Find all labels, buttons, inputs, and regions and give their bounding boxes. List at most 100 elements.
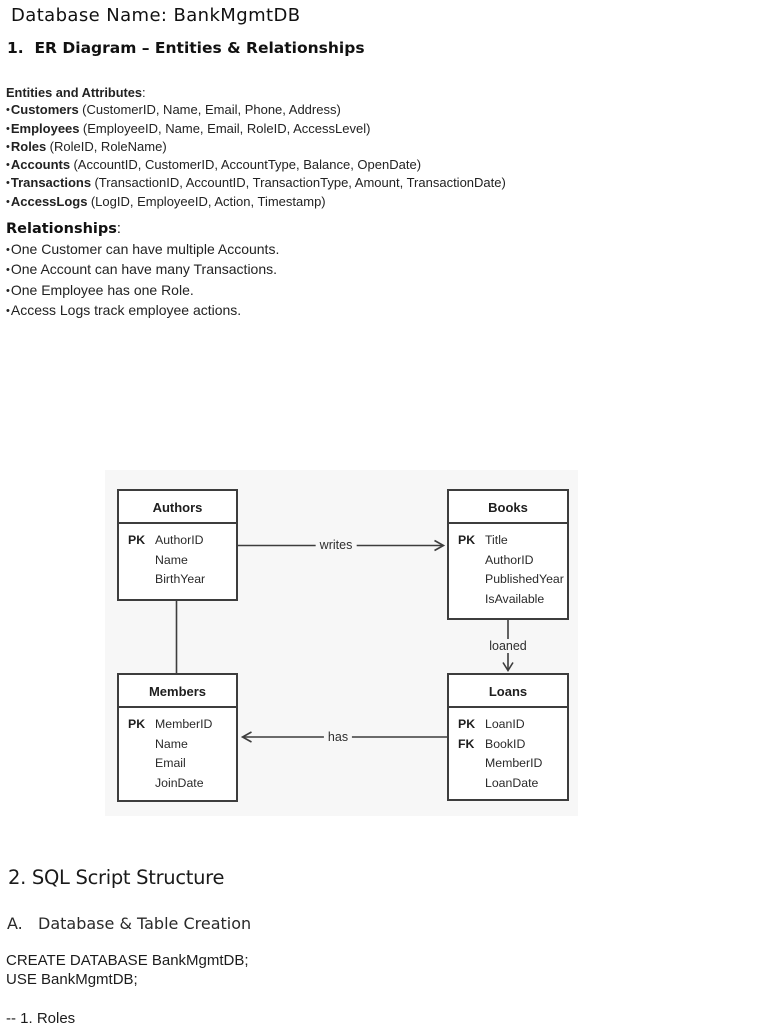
section2-subheading: A. Database & Table Creation: [7, 914, 252, 933]
entity-name: AccessLogs: [10, 193, 88, 209]
section1-heading: 1. ER Diagram – Entities & Relationships: [7, 39, 365, 57]
entity-list-item: •Roles(RoleID, RoleName): [6, 138, 506, 156]
entity-attribute-row: Name: [128, 553, 236, 573]
entity-attribute-row: PublishedYear: [458, 572, 567, 592]
entity-attrs: (AccountID, CustomerID, AccountType, Bal…: [73, 157, 422, 173]
relationship-text: One Account can have many Transactions.: [10, 261, 278, 278]
entity-title: Members: [119, 675, 236, 708]
entity-attribute-row: JoinDate: [128, 776, 236, 796]
attribute-name: BirthYear: [155, 572, 206, 587]
diagram-entity-members: Members PK MemberID Name Email JoinDate: [117, 673, 238, 802]
bullet-glyph: •: [6, 195, 10, 208]
bullet-glyph: •: [6, 159, 10, 172]
entity-attribute-row: PK MemberID: [128, 717, 236, 737]
attribute-name: PublishedYear: [485, 572, 564, 587]
entity-title: Authors: [119, 491, 236, 524]
relationship-text: One Customer can have multiple Accounts.: [10, 241, 280, 257]
key-label: FK: [458, 736, 475, 751]
entities-heading: Entities and Attributes:: [6, 84, 506, 101]
attribute-name: JoinDate: [155, 776, 204, 791]
arrowhead-left-icon: [240, 731, 252, 743]
relationship-text: Access Logs track employee actions.: [10, 301, 242, 318]
entity-name: Accounts: [10, 157, 71, 173]
key-label: PK: [128, 717, 146, 731]
attribute-name: MemberID: [485, 756, 543, 771]
relationship-list-item: •One Account can have many Transactions.: [6, 260, 279, 280]
key-label: [458, 553, 485, 573]
entity-name: Transactions: [10, 175, 92, 191]
entity-name: Customers: [10, 102, 79, 118]
bullet-glyph: •: [6, 244, 10, 256]
relationships-heading: Relationships:: [6, 221, 279, 237]
bullet-glyph: •: [6, 177, 10, 190]
section2-heading: 2. SQL Script Structure: [8, 866, 225, 889]
entity-name: Employees: [10, 120, 80, 136]
relationship-list-item: •One Employee has one Role.: [6, 281, 279, 301]
edge-label-writes: writes: [315, 538, 357, 552]
entity-name: Roles: [10, 138, 47, 154]
bullet-glyph: •: [6, 284, 10, 297]
entity-title: Books: [449, 491, 567, 524]
entities-and-attributes: Entities and Attributes: •Customers(Cust…: [6, 84, 506, 211]
entity-attribute-row: MemberID: [458, 756, 567, 776]
key-label: [128, 737, 155, 757]
bullet-glyph: •: [6, 140, 10, 153]
entity-attrs: (CustomerID, Name, Email, Phone, Address…: [82, 102, 341, 118]
attribute-name: BookID: [485, 736, 526, 751]
entity-attribute-row: Name: [128, 737, 236, 757]
document-title: Database Name: BankMgmtDB: [11, 5, 301, 26]
diagram-entity-authors: Authors PK AuthorID Name BirthYear: [117, 489, 238, 601]
edge-label-loaned: loaned: [485, 639, 531, 653]
entity-list-item: •Employees(EmployeeID, Name, Email, Role…: [6, 120, 506, 138]
key-label: [128, 572, 155, 592]
key-label: PK: [128, 533, 146, 547]
entity-attribute-row: FK BookID: [458, 737, 567, 757]
entity-attribute-row: Email: [128, 756, 236, 776]
entity-attrs: (RoleID, RoleName): [49, 138, 167, 154]
arrowhead-down-icon: [502, 662, 514, 673]
bullet-glyph: •: [6, 264, 10, 277]
sql-line: USE BankMgmtDB;: [6, 971, 138, 989]
entity-attrs: (EmployeeID, Name, Email, RoleID, Access…: [82, 120, 371, 136]
entities-heading-label: Entities and Attributes: [6, 85, 143, 100]
sql-code-block: CREATE DATABASE BankMgmtDB; USE BankMgmt…: [6, 951, 249, 990]
relationships-heading-label: Relationships: [6, 221, 117, 237]
attribute-name: MemberID: [155, 717, 213, 731]
attribute-name: Name: [155, 552, 188, 567]
key-label: PK: [458, 717, 476, 731]
entities-heading-colon: :: [142, 85, 146, 100]
entity-attribute-row: IsAvailable: [458, 592, 567, 612]
arrowhead-right-icon: [434, 539, 446, 552]
entity-list-item: •AccessLogs(LogID, EmployeeID, Action, T…: [6, 193, 506, 211]
entity-title: Loans: [449, 675, 567, 708]
relationship-text: One Employee has one Role.: [10, 281, 194, 298]
entity-attribute-row: LoanDate: [458, 776, 567, 796]
sql-line: CREATE DATABASE BankMgmtDB;: [6, 952, 249, 969]
key-label: [458, 572, 485, 592]
entity-list-item: •Customers(CustomerID, Name, Email, Phon…: [6, 101, 506, 119]
attribute-name: LoanDate: [485, 776, 539, 791]
attribute-name: AuthorID: [155, 533, 204, 547]
entity-list-item: •Transactions(TransactionID, AccountID, …: [6, 174, 506, 192]
key-label: [128, 756, 155, 776]
entity-attribute-row: PK AuthorID: [128, 533, 236, 553]
relationships-section: Relationships: •One Customer can have mu…: [6, 221, 279, 321]
key-label: [458, 592, 485, 612]
relationship-list-item: •One Customer can have multiple Accounts…: [6, 240, 279, 260]
entity-list-item: •Accounts(AccountID, CustomerID, Account…: [6, 156, 506, 174]
entity-attrs: (TransactionID, AccountID, TransactionTy…: [94, 175, 506, 191]
attribute-name: Title: [485, 533, 508, 547]
key-label: [128, 776, 155, 796]
entity-attribute-row: BirthYear: [128, 572, 236, 592]
sql-comment-line: -- 1. Roles: [6, 1010, 76, 1024]
edge-label-has: has: [323, 730, 353, 744]
key-label: PK: [458, 533, 476, 547]
bullet-glyph: •: [6, 104, 10, 117]
entity-attrs: (LogID, EmployeeID, Action, Timestamp): [90, 193, 326, 209]
attribute-name: Name: [155, 736, 188, 751]
key-label: [458, 756, 485, 776]
relationship-list-item: •Access Logs track employee actions.: [6, 301, 279, 321]
